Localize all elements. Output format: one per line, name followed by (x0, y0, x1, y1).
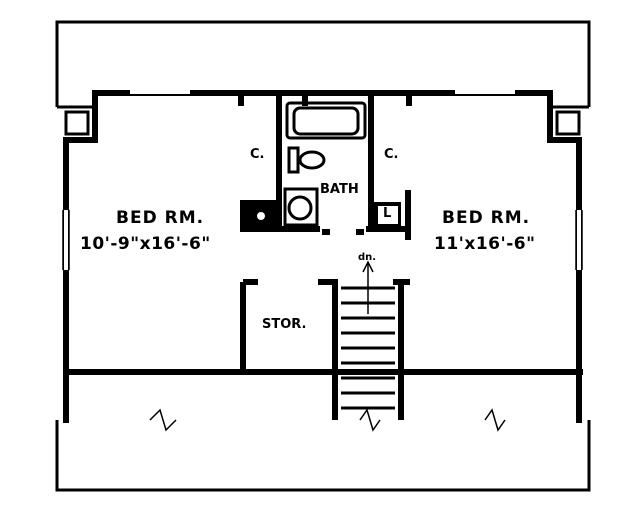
break-lines (149, 408, 506, 432)
bedroom-left-dimensions: 10'-9"x16'-6" (80, 234, 211, 254)
linen-closet (373, 202, 401, 228)
chimney (243, 200, 277, 230)
stair-down-label: dn. (358, 252, 377, 263)
staircase (341, 260, 395, 410)
storage-label: STOR. (262, 317, 307, 332)
bedroom-left-name: BED RM. (116, 208, 205, 228)
linen-label: L (383, 206, 392, 221)
corner-posts (64, 110, 581, 136)
roof-outline (55, 20, 591, 492)
bedroom-right-name: BED RM. (442, 208, 531, 228)
bath-fixtures (283, 101, 367, 227)
closet-right-label: C. (384, 147, 399, 162)
bedroom-right-dimensions: 11'x16'-6" (434, 234, 536, 254)
exterior-walls (63, 90, 583, 423)
closet-left-label: C. (250, 147, 265, 162)
bath-label: BATH (320, 182, 359, 197)
